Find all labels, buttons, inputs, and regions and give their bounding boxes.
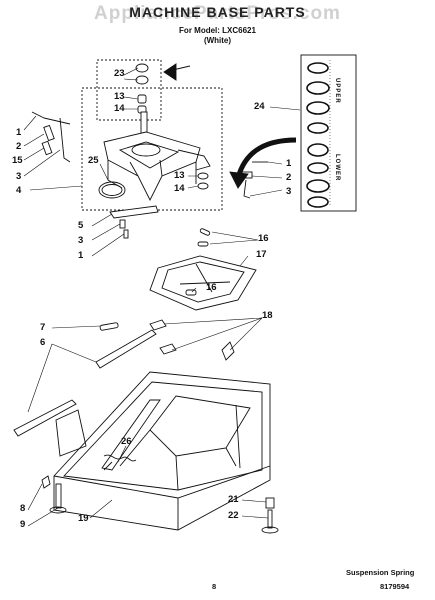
callout-16-upper: 16 bbox=[258, 233, 269, 244]
leader-lines bbox=[23, 67, 301, 527]
part-18-clip-b bbox=[159, 343, 177, 355]
part-25-gasket bbox=[98, 181, 126, 199]
inset-box-transmission bbox=[81, 87, 223, 211]
lower-seals bbox=[306, 143, 330, 208]
upper-seals bbox=[306, 62, 330, 134]
callout-21: 21 bbox=[228, 494, 239, 505]
callout-16-lower: 16 bbox=[206, 282, 217, 293]
part-16-pin bbox=[199, 228, 211, 236]
part-3-right bbox=[243, 179, 251, 199]
callout-3-right: 3 bbox=[286, 186, 292, 197]
callout-14-top: 14 bbox=[114, 103, 125, 114]
callout-25: 25 bbox=[88, 155, 99, 166]
callout-1-right: 1 bbox=[286, 158, 292, 169]
part-6-rail-lower bbox=[13, 399, 77, 437]
part-19-machine-base bbox=[53, 371, 271, 531]
part-21-foot-bolt bbox=[265, 497, 275, 509]
part-15-bracket bbox=[41, 140, 53, 156]
callout-13-lower: 13 bbox=[174, 170, 185, 181]
part-17-frame bbox=[149, 255, 257, 311]
callout-2-right: 2 bbox=[286, 172, 292, 183]
part-23-cap bbox=[135, 63, 149, 73]
part-22-leveling-foot bbox=[267, 509, 273, 529]
part-6-rail-upper bbox=[95, 329, 157, 369]
callout-13-top: 13 bbox=[114, 91, 125, 102]
diagram-title: MACHINE BASE PARTS bbox=[129, 4, 306, 20]
watermark: AppliancePartsPros.com bbox=[94, 3, 341, 24]
part-13-washer bbox=[137, 94, 147, 104]
document-number: 8179594 bbox=[380, 582, 410, 591]
page-number: 8 bbox=[212, 582, 217, 591]
callout-14-lower: 14 bbox=[174, 183, 185, 194]
part-9-leveling-foot bbox=[55, 483, 62, 509]
callout-6: 6 bbox=[40, 337, 46, 348]
part-7-clip bbox=[99, 322, 119, 331]
part-13-lower bbox=[197, 172, 209, 180]
part-8-foot-bolt bbox=[41, 475, 51, 489]
part-16-pin-2 bbox=[197, 241, 209, 247]
callout-1-left: 1 bbox=[16, 127, 22, 138]
callout-9: 9 bbox=[20, 519, 26, 530]
part-18-clip-c bbox=[221, 341, 235, 361]
part-1-lower bbox=[123, 229, 129, 239]
part-3-lower bbox=[119, 219, 126, 229]
callout-15: 15 bbox=[12, 155, 23, 166]
part-1-screw bbox=[31, 111, 71, 125]
callout-17: 17 bbox=[256, 249, 267, 260]
inset-box-top bbox=[96, 59, 162, 121]
callout-18: 18 bbox=[262, 310, 273, 321]
curved-arrow-icon bbox=[235, 137, 297, 179]
upper-seals-label: UPPER bbox=[334, 78, 340, 104]
callout-22: 22 bbox=[228, 510, 239, 521]
part-14-lower bbox=[197, 182, 209, 190]
callout-26: 26 bbox=[121, 436, 132, 447]
callout-3-lower: 3 bbox=[78, 235, 84, 246]
callout-7: 7 bbox=[40, 322, 46, 333]
part-16-pin-3 bbox=[185, 289, 197, 296]
footer-caption: Suspension Spring bbox=[346, 568, 415, 577]
part-5-bracket bbox=[109, 205, 159, 219]
callout-8: 8 bbox=[20, 503, 26, 514]
callout-19: 19 bbox=[78, 513, 89, 524]
callout-23: 23 bbox=[114, 68, 125, 79]
callout-24: 24 bbox=[254, 101, 265, 112]
callout-2-left: 2 bbox=[16, 141, 22, 152]
pointer-arrow-icon bbox=[163, 63, 191, 81]
part-3-bolt bbox=[59, 117, 71, 163]
model-color: (White) bbox=[203, 36, 232, 45]
callout-4: 4 bbox=[16, 185, 22, 196]
lower-seals-label: LOWER bbox=[334, 154, 340, 182]
model-number: For Model: LXC6621 bbox=[179, 26, 256, 35]
callout-3-left: 3 bbox=[16, 171, 22, 182]
transmission-assembly bbox=[103, 111, 211, 202]
callout-5: 5 bbox=[78, 220, 84, 231]
callout-1-lower: 1 bbox=[78, 250, 84, 261]
part-2-right bbox=[241, 171, 253, 179]
part-2-clip bbox=[43, 124, 55, 142]
part-18-clip-a bbox=[149, 319, 167, 331]
seal-panel bbox=[300, 54, 357, 212]
part-26-spring bbox=[103, 454, 137, 462]
